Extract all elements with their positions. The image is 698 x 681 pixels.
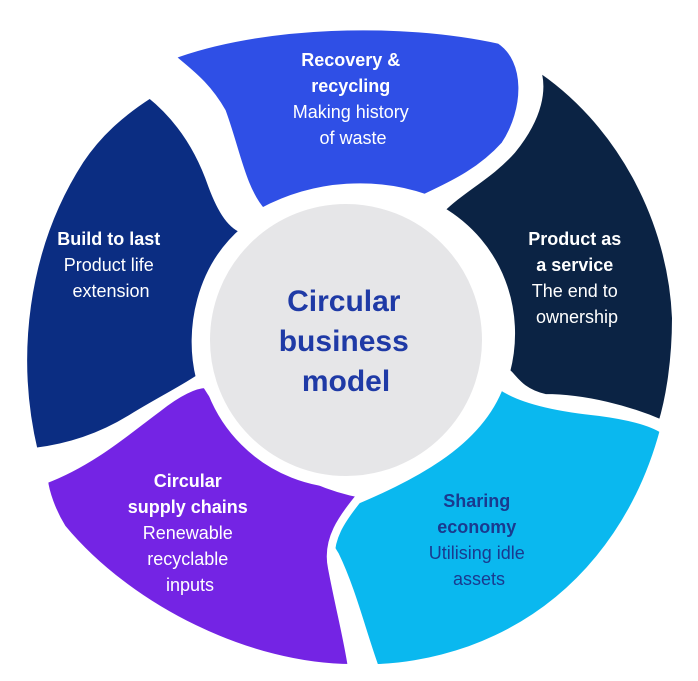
- center-hub: Circular business model: [198, 192, 494, 488]
- segment-build-to-last: Build to last Product life extension: [19, 90, 249, 456]
- segment-label-recovery-recycling: Recovery & recycling Making history of w…: [293, 50, 414, 148]
- segment-shape-recovery-recycling: [166, 22, 527, 216]
- segment-label-product-as-a-service: Product as a service The end to ownershi…: [528, 229, 625, 327]
- segment-shape-product-as-a-service: [436, 61, 680, 428]
- segment-product-as-a-service: Product as a service The end to ownershi…: [436, 61, 680, 428]
- segment-label-sharing-economy: Sharing economy Utilising idle assets: [429, 491, 530, 589]
- segment-label-build-to-last: Build to last Product life extension: [57, 229, 164, 301]
- center-label: Circular business model: [279, 285, 414, 398]
- segment-recovery-recycling: Recovery & recycling Making history of w…: [166, 22, 527, 216]
- center-circle: [198, 192, 494, 488]
- segment-shape-build-to-last: [19, 90, 249, 456]
- segment-label-circular-supply-chains: Circular supply chains Renewable recycla…: [128, 471, 253, 595]
